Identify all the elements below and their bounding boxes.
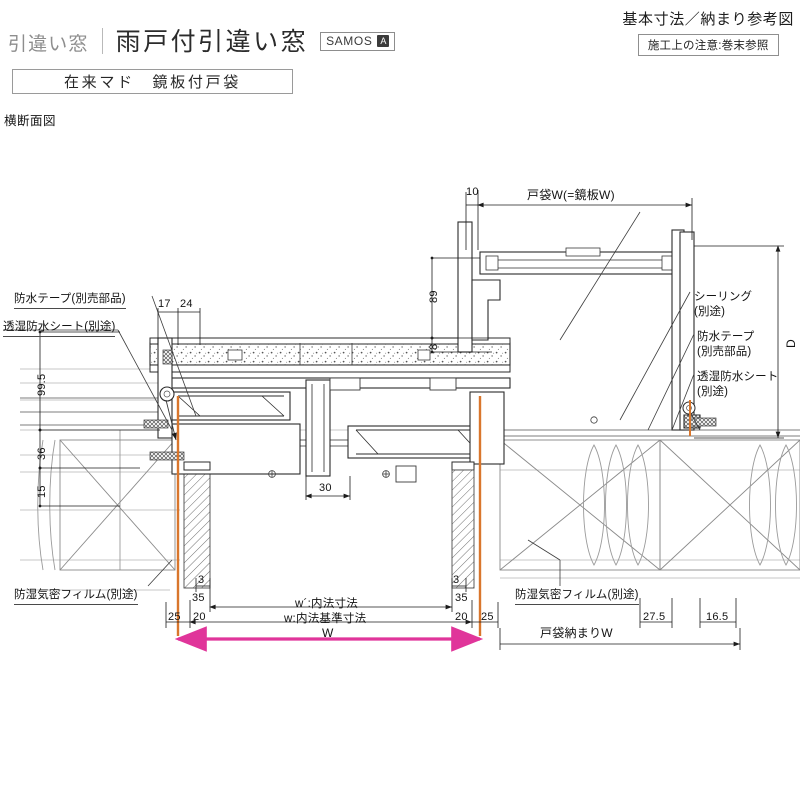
dim-label-shutter-width: 戸袋W(=鏡板W) bbox=[527, 188, 615, 202]
dim-label-W: W bbox=[322, 626, 334, 640]
dim-label-99-5: 99.5 bbox=[36, 373, 48, 396]
hardware-blocks bbox=[329, 377, 457, 483]
annotation-moisture-film-left: 防湿気密フィルム(別途) bbox=[14, 588, 138, 605]
dim-top-shutter-width bbox=[465, 190, 693, 250]
annotation-sheet-line1: 透湿防水シート bbox=[697, 371, 779, 383]
left-jamb-detail bbox=[143, 337, 185, 461]
brand-name: SAMOS bbox=[326, 34, 373, 48]
dim-30 bbox=[305, 476, 351, 500]
dim-label-20-left: 20 bbox=[193, 611, 206, 623]
dim-label-30: 30 bbox=[319, 482, 332, 494]
annotation-waterproof-tape-left: 防水テープ(別売部品) bbox=[14, 292, 126, 309]
dim-label-inner-standard: w:内法基準寸法 bbox=[284, 613, 367, 625]
dim-label-D: D bbox=[784, 339, 798, 348]
dim-label-24: 24 bbox=[180, 298, 193, 310]
annotation-sealing-line1: シーリング bbox=[694, 291, 753, 303]
header-category: 引違い窓 bbox=[8, 34, 89, 55]
insulation-batts bbox=[583, 444, 797, 566]
annotation-sheet-line2: (別途) bbox=[697, 385, 729, 398]
product-subtitle: 在来マド 鏡板付戸袋 bbox=[63, 74, 241, 91]
left-stud bbox=[183, 469, 211, 589]
page-title: 雨戸付引違い窓 bbox=[115, 28, 309, 56]
annotation-tape-line2: (別売部品) bbox=[697, 345, 752, 358]
dim-label-3-left: 3 bbox=[198, 574, 205, 586]
annotation-waterproof-tape-right: 防水テープ (別売部品) bbox=[697, 330, 754, 359]
header-right-group: 基本寸法／納まり参考図 施工上の注意:巻末参照 bbox=[622, 8, 794, 56]
sill-panel-band bbox=[149, 337, 511, 373]
dim-label-inner-clear: w´:内法寸法 bbox=[295, 598, 358, 610]
header-title-group: 引違い窓 雨戸付引違い窓 SAMOS A bbox=[8, 22, 396, 58]
product-subtitle-box: 在来マド 鏡板付戸袋 bbox=[12, 69, 293, 94]
dim-label-36: 36 bbox=[36, 447, 48, 460]
right-wall-siding bbox=[500, 429, 800, 437]
header-divider bbox=[101, 28, 103, 54]
dim-label-89: 89 bbox=[428, 290, 440, 303]
dim-label-20-right: 20 bbox=[455, 611, 468, 623]
left-wall-siding bbox=[20, 397, 178, 570]
fastener-marks bbox=[268, 416, 598, 478]
dim-label-17: 17 bbox=[158, 298, 171, 310]
dim-label-16-5: 16.5 bbox=[706, 611, 729, 623]
dim-label-25-left: 25 bbox=[168, 611, 181, 623]
sash-assembly bbox=[159, 377, 511, 477]
construction-note: 施工上の注意:巻末参照 bbox=[637, 34, 779, 56]
dim-mid-vertical bbox=[430, 256, 492, 354]
annotation-sealing-line2: (別途) bbox=[694, 305, 726, 318]
dim-label-shutter-fit-W: 戸袋納まりW bbox=[540, 626, 613, 640]
dim-left-vertical bbox=[38, 330, 160, 508]
dim-label-27-5: 27.5 bbox=[643, 611, 666, 623]
dim-bottom-chain bbox=[165, 578, 741, 650]
dim-label-15: 15 bbox=[36, 485, 48, 498]
section-view-label: 横断面図 bbox=[4, 114, 57, 128]
annotation-vapor-sheet-left: 透湿防水シート(別途) bbox=[3, 320, 116, 337]
bottom-plate bbox=[183, 461, 475, 589]
orange-reference-lines bbox=[176, 396, 482, 636]
annotation-moisture-film-right: 防湿気密フィルム(別途) bbox=[515, 588, 639, 605]
dim-label-35-right: 35 bbox=[455, 592, 468, 604]
dim-label-10: 10 bbox=[466, 186, 479, 198]
dim-label-8: 8 bbox=[428, 343, 440, 350]
annotation-tape-line1: 防水テープ bbox=[697, 331, 755, 343]
dim-label-25-right: 25 bbox=[481, 611, 494, 623]
reference-title: 基本寸法／納まり参考図 bbox=[622, 11, 794, 28]
dim-label-35-left: 35 bbox=[192, 592, 205, 604]
brand-mark: A bbox=[377, 35, 390, 47]
annotation-vapor-sheet-right: 透湿防水シート (別途) bbox=[697, 370, 778, 399]
right-jamb bbox=[679, 231, 701, 431]
dim-right-depth bbox=[694, 245, 784, 439]
dim-17-24 bbox=[157, 308, 201, 345]
right-framing bbox=[499, 439, 800, 571]
leader-lines bbox=[3, 211, 695, 587]
brand-badge: SAMOS A bbox=[320, 32, 396, 51]
annotation-sealing-right: シーリング (別途) bbox=[694, 290, 752, 319]
dim-label-3-right: 3 bbox=[453, 574, 460, 586]
